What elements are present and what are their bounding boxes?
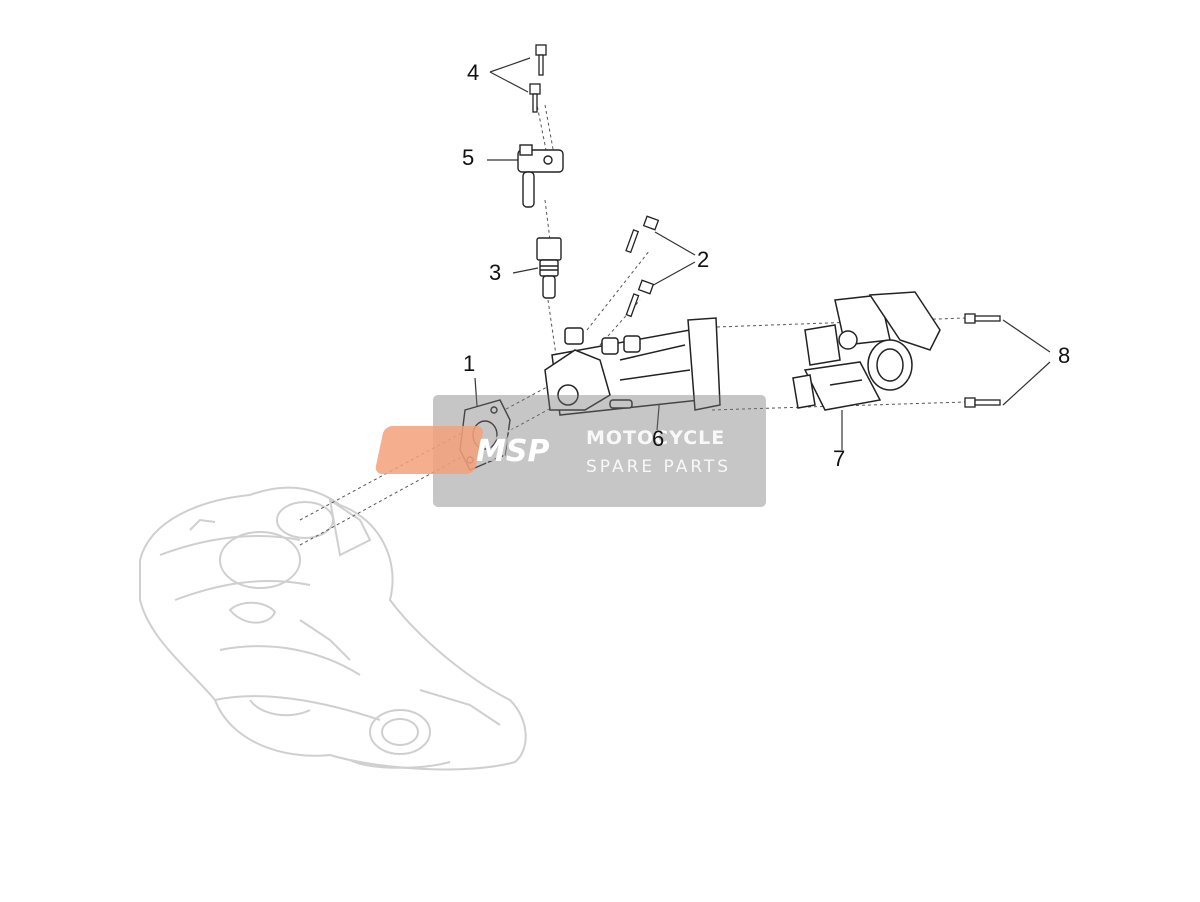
part-4-screws (529, 44, 547, 113)
callout-1: 1 (463, 351, 476, 376)
part-8-screws (964, 313, 1001, 408)
callout-3: 3 (489, 260, 502, 285)
watermark-logo-text: MSP (476, 434, 549, 469)
part-7-throttle-body (792, 291, 941, 411)
callout-7: 7 (833, 446, 846, 471)
engine-silhouette (139, 486, 527, 771)
callout-2: 2 (697, 247, 710, 272)
part-5-sensor (517, 144, 564, 208)
callout-6: 6 (652, 426, 665, 451)
callout-4: 4 (467, 60, 480, 85)
callout-8: 8 (1058, 343, 1071, 368)
part-6-manifold (544, 317, 721, 416)
watermark-box (433, 395, 766, 507)
watermark-logo-badge (375, 426, 483, 474)
watermark-subtitle: SPARE PARTS (586, 457, 732, 477)
callout-5: 5 (462, 145, 475, 170)
watermark-title: MOTOCYCLE (586, 427, 726, 449)
watermark-globe-icon (486, 429, 548, 491)
part-3-injector (536, 237, 562, 299)
part-2-bolts (625, 215, 660, 318)
